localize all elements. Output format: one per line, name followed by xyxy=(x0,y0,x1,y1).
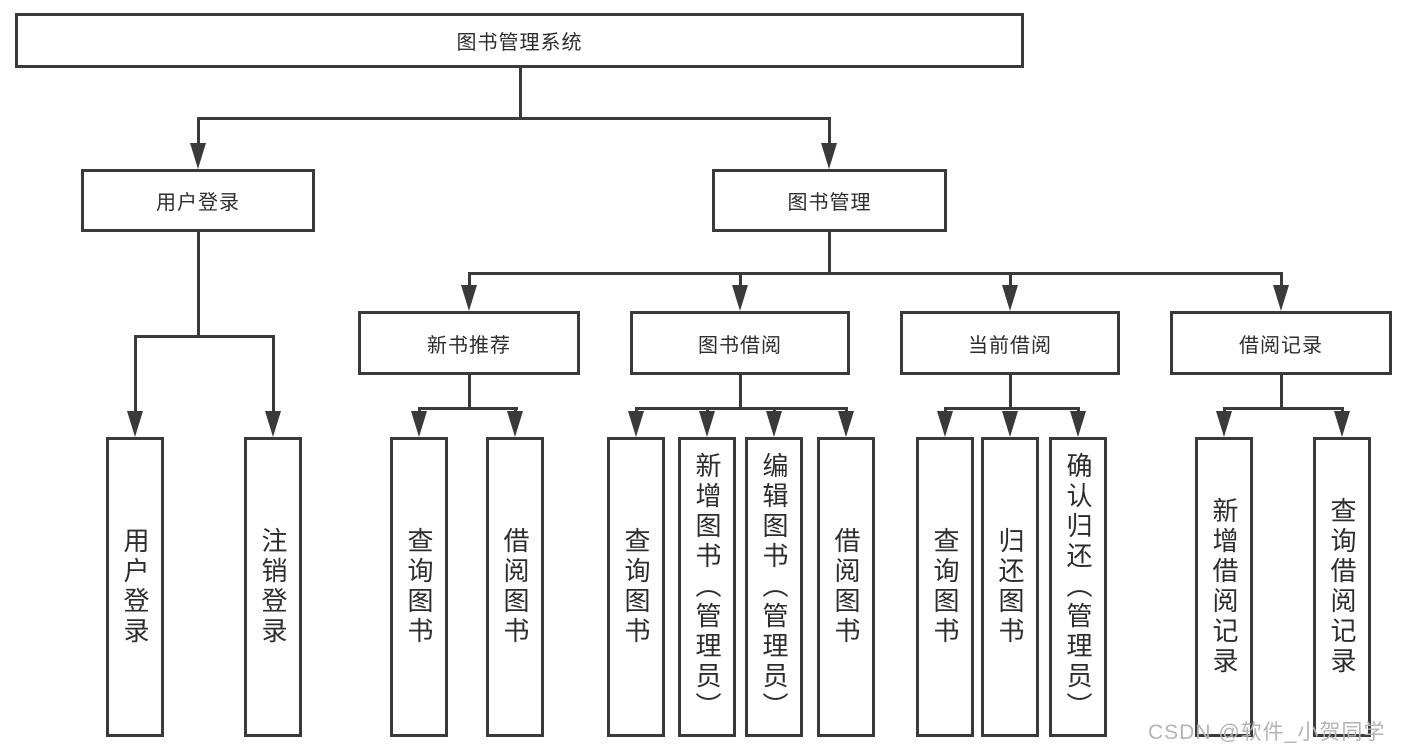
connector-line xyxy=(944,407,1080,410)
node-book-borrow: 图书借阅 xyxy=(630,311,850,375)
node-user-login: 用户登录 xyxy=(81,169,315,232)
connector-line xyxy=(635,407,638,414)
node-current-borrow-label: 当前借阅 xyxy=(968,334,1052,357)
leaf-edit-books-admin-label: 编辑图书（管理员） xyxy=(759,452,789,722)
connector-line xyxy=(828,117,831,146)
connector-line xyxy=(1341,407,1344,414)
arrow-down-icon xyxy=(1216,411,1232,437)
leaf-add-books-admin: 新增图书（管理员） xyxy=(678,437,736,737)
connector-line xyxy=(1280,375,1283,410)
leaf-borrow-books-recommend: 借阅图书 xyxy=(486,437,544,737)
connector-line xyxy=(739,272,742,288)
connector-line xyxy=(197,232,200,338)
node-book-management: 图书管理 xyxy=(712,169,947,232)
connector-line xyxy=(514,407,517,414)
connector-line xyxy=(773,407,776,414)
leaf-add-borrow-record: 新增借阅记录 xyxy=(1195,437,1253,737)
leaf-borrow-books: 借阅图书 xyxy=(817,437,875,737)
node-new-book-recommend: 新书推荐 xyxy=(358,311,580,375)
arrow-down-icon xyxy=(838,411,854,437)
arrow-down-icon xyxy=(937,411,953,437)
leaf-query-books-recommend-label: 查询图书 xyxy=(404,527,434,647)
leaf-logout-label: 注销登录 xyxy=(258,527,288,647)
arrow-down-icon xyxy=(1334,411,1350,437)
leaf-user-login: 用户登录 xyxy=(106,437,164,737)
arrow-down-icon xyxy=(127,411,143,437)
connector-line xyxy=(828,232,831,275)
arrow-down-icon xyxy=(628,411,644,437)
connector-line xyxy=(1009,272,1012,288)
node-root: 图书管理系统 xyxy=(15,13,1024,68)
leaf-query-books-current: 查询图书 xyxy=(916,437,974,737)
connector-line xyxy=(197,117,200,146)
leaf-add-borrow-record-label: 新增借阅记录 xyxy=(1209,497,1239,677)
leaf-add-books-admin-label: 新增图书（管理员） xyxy=(692,452,722,722)
connector-line xyxy=(1223,407,1344,410)
connector-line xyxy=(272,335,275,414)
arrow-down-icon xyxy=(821,143,837,169)
arrow-down-icon xyxy=(732,285,748,311)
leaf-query-borrow-record: 查询借阅记录 xyxy=(1313,437,1371,737)
node-book-management-label: 图书管理 xyxy=(787,192,872,214)
arrow-down-icon xyxy=(461,285,477,311)
leaf-return-books: 归还图书 xyxy=(981,437,1039,737)
leaf-edit-books-admin: 编辑图书（管理员） xyxy=(745,437,803,737)
leaf-confirm-return-admin-label: 确认归还（管理员） xyxy=(1063,452,1093,722)
connector-line xyxy=(418,407,421,414)
watermark: CSDN @软件_小贺同学 xyxy=(1148,721,1386,744)
connector-line xyxy=(197,117,831,120)
connector-line xyxy=(468,375,471,410)
connector-line xyxy=(468,272,471,288)
arrow-down-icon xyxy=(1070,411,1086,437)
leaf-logout: 注销登录 xyxy=(244,437,302,737)
arrow-down-icon xyxy=(766,411,782,437)
leaf-query-books-borrow-label: 查询图书 xyxy=(621,527,651,647)
node-user-login-label: 用户登录 xyxy=(156,192,240,214)
connector-line xyxy=(134,335,275,338)
connector-line xyxy=(1223,407,1226,414)
leaf-query-books-current-label: 查询图书 xyxy=(930,527,960,647)
arrow-down-icon xyxy=(1002,285,1018,311)
arrow-down-icon xyxy=(699,411,715,437)
leaf-query-borrow-record-label: 查询借阅记录 xyxy=(1327,497,1357,677)
leaf-query-books-recommend: 查询图书 xyxy=(390,437,448,737)
connector-line xyxy=(1009,375,1012,410)
node-root-label: 图书管理系统 xyxy=(456,32,583,54)
leaf-confirm-return-admin: 确认归还（管理员） xyxy=(1049,437,1107,737)
connector-line xyxy=(739,375,742,410)
node-current-borrow: 当前借阅 xyxy=(900,311,1120,375)
connector-line xyxy=(706,407,709,414)
node-borrow-records: 借阅记录 xyxy=(1170,311,1392,375)
connector-line xyxy=(1077,407,1080,414)
arrow-down-icon xyxy=(507,411,523,437)
connector-line xyxy=(635,407,848,410)
connector-line xyxy=(519,68,522,120)
arrow-down-icon xyxy=(265,411,281,437)
leaf-borrow-books-label: 借阅图书 xyxy=(831,527,861,647)
leaf-borrow-books-recommend-label: 借阅图书 xyxy=(500,527,530,647)
arrow-down-icon xyxy=(190,143,206,169)
connector-line xyxy=(468,272,1283,275)
connector-line xyxy=(418,407,518,410)
arrow-down-icon xyxy=(1002,411,1018,437)
node-borrow-records-label: 借阅记录 xyxy=(1239,334,1323,357)
connector-line xyxy=(944,407,947,414)
arrow-down-icon xyxy=(1273,285,1289,311)
connector-line xyxy=(1280,272,1283,288)
connector-line xyxy=(134,335,137,414)
connector-line xyxy=(845,407,848,414)
leaf-query-books-borrow: 查询图书 xyxy=(607,437,665,737)
leaf-user-login-label: 用户登录 xyxy=(120,527,150,647)
leaf-return-books-label: 归还图书 xyxy=(995,527,1025,647)
arrow-down-icon xyxy=(411,411,427,437)
node-book-borrow-label: 图书借阅 xyxy=(698,334,782,357)
node-new-book-recommend-label: 新书推荐 xyxy=(427,334,511,357)
